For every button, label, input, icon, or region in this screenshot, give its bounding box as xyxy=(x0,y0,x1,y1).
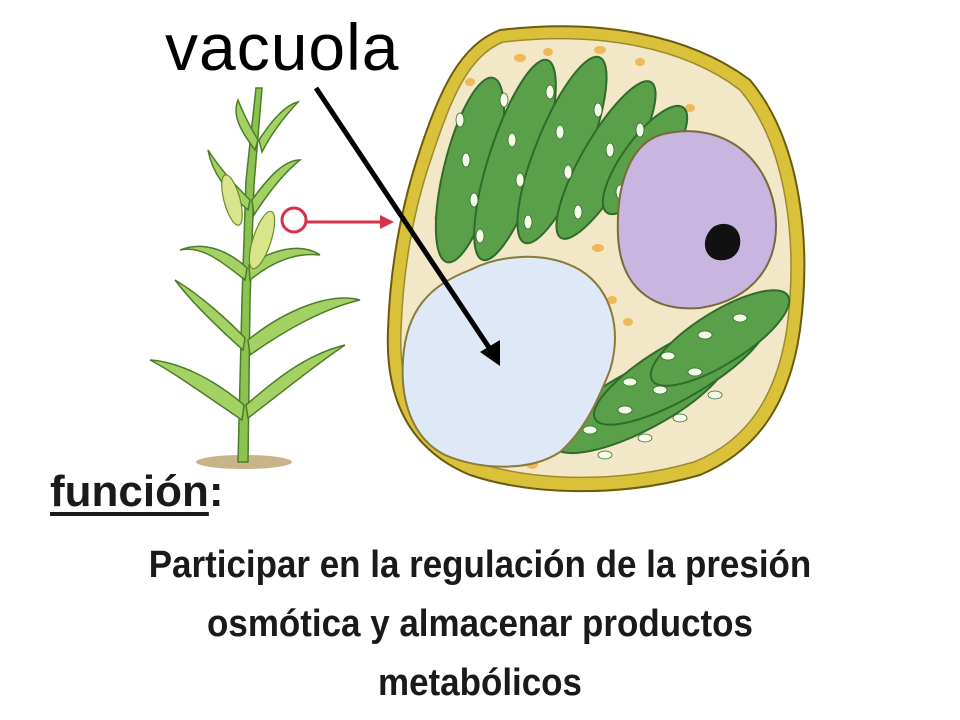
nucleus xyxy=(616,130,777,310)
thylakoid xyxy=(545,84,555,100)
leaf xyxy=(251,159,303,218)
corn-ear xyxy=(248,210,276,270)
leaf xyxy=(174,279,246,352)
vacuola-label: vacuola xyxy=(165,10,400,84)
thylakoid xyxy=(652,385,668,395)
plant-cell xyxy=(386,25,806,493)
function-description-line: metabólicos xyxy=(377,662,582,704)
leaf xyxy=(235,97,259,152)
thylakoid xyxy=(622,377,638,387)
granule xyxy=(635,58,645,66)
thylakoids-lower xyxy=(582,313,748,460)
function-heading: función: xyxy=(50,470,224,514)
granule xyxy=(685,104,695,112)
thylakoid xyxy=(555,124,565,140)
thylakoid xyxy=(523,214,533,230)
zoom-indicator-circle xyxy=(280,206,308,234)
thylakoid xyxy=(597,450,613,460)
function-description-line: Participar en la regulación de la presió… xyxy=(148,544,812,586)
granule xyxy=(623,318,633,326)
chloroplasts-lower xyxy=(551,289,791,455)
leaf xyxy=(179,245,248,282)
corn-ears xyxy=(221,174,276,270)
leaf xyxy=(248,247,321,282)
vacuola-pointer-arrowhead xyxy=(480,340,500,366)
granule xyxy=(465,78,475,86)
thylakoid xyxy=(582,425,598,435)
corn-ear xyxy=(221,174,243,226)
thylakoid xyxy=(563,164,573,180)
thylakoid xyxy=(732,313,748,323)
thylakoid xyxy=(660,351,676,361)
vacuola-pointer-line xyxy=(313,86,495,354)
function-description-line: osmótica y almacenar productos xyxy=(207,603,753,645)
function-heading-word: función xyxy=(50,467,209,516)
thylakoid xyxy=(461,152,471,168)
thylakoid xyxy=(637,433,653,443)
zoom-indicator-arrowhead xyxy=(380,215,394,229)
thylakoid xyxy=(635,122,645,138)
thylakoid xyxy=(605,142,615,158)
function-description: Participar en la regulación de la presió… xyxy=(57,536,903,713)
nucleolus xyxy=(704,223,741,261)
thylakoid xyxy=(593,102,603,118)
thylakoid xyxy=(573,204,583,220)
leaf xyxy=(245,344,346,420)
corn-plant xyxy=(149,87,361,469)
thylakoid xyxy=(697,330,713,340)
thylakoid xyxy=(469,192,479,208)
chloroplast xyxy=(649,289,791,387)
thylakoid xyxy=(515,172,525,188)
leaf xyxy=(149,359,245,422)
thylakoid xyxy=(455,112,465,128)
function-heading-colon: : xyxy=(208,467,224,516)
granule xyxy=(543,48,553,56)
leaf xyxy=(247,297,361,357)
thylakoid xyxy=(499,92,509,108)
granule xyxy=(514,54,526,62)
granule xyxy=(592,244,604,252)
thylakoid xyxy=(707,390,723,400)
granule xyxy=(594,46,606,54)
thylakoid xyxy=(672,413,688,423)
central-vacuole xyxy=(401,255,616,468)
thylakoid xyxy=(687,367,703,377)
leaf xyxy=(258,100,301,155)
thylakoids-upper xyxy=(455,84,659,244)
thylakoid xyxy=(617,405,633,415)
thylakoid xyxy=(507,132,517,148)
thylakoid xyxy=(475,228,485,244)
granule xyxy=(607,296,617,304)
